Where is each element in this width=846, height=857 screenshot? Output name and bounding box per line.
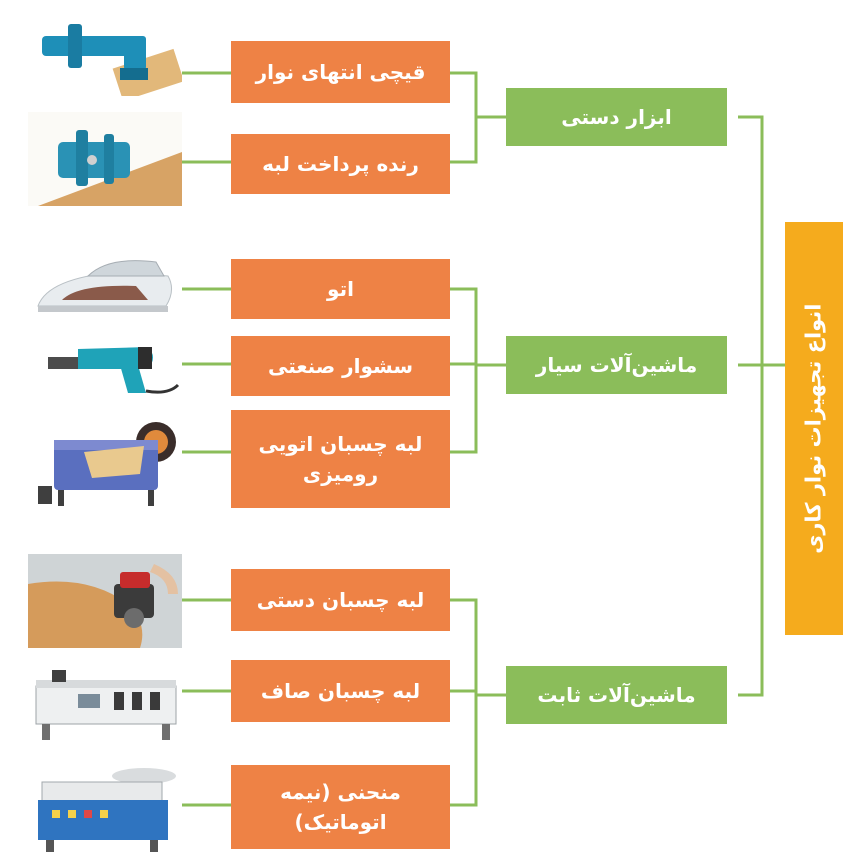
category-label: ماشین‌آلات ثابت xyxy=(537,683,696,707)
item-label: لبه چسبان دستی xyxy=(256,588,425,612)
item-label: اتو xyxy=(327,277,354,301)
item-label: لبه چسبان صاف xyxy=(260,679,421,703)
item-heat-gun: سشوار صنعتی xyxy=(231,336,450,396)
item-label: منحنی (نیمه اتوماتیک) xyxy=(280,780,401,834)
handheld-edge-bander-icon xyxy=(28,554,182,648)
heat-gun-icon xyxy=(28,335,182,397)
item-straight-edge-bander: لبه چسبان صاف xyxy=(231,660,450,722)
category-stationary-machines: ماشین‌آلات ثابت xyxy=(506,666,727,724)
item-iron: اتو xyxy=(231,259,450,319)
root-node: انواع تجهیزات نوار کاری xyxy=(785,222,843,635)
item-curve-edge-bander: منحنی (نیمه اتوماتیک) xyxy=(231,765,450,849)
item-label: لبه چسبان اتویی رومیزی xyxy=(258,432,423,486)
root-label: انواع تجهیزات نوار کاری xyxy=(801,303,826,554)
item-label: قیچی انتهای نوار xyxy=(255,60,426,84)
category-label: ماشین‌آلات سیار xyxy=(535,353,698,377)
item-end-trimmer: قیچی انتهای نوار xyxy=(231,41,450,103)
iron-icon xyxy=(28,250,182,320)
straight-edge-bander-machine-icon xyxy=(28,662,182,742)
item-tabletop-edge-bander: لبه چسبان اتویی رومیزی xyxy=(231,410,450,508)
tabletop-edge-bander-icon xyxy=(28,416,182,508)
category-label: ابزار دستی xyxy=(561,105,672,129)
item-label: رنده پرداخت لبه xyxy=(262,152,419,176)
item-handheld-edge-bander: لبه چسبان دستی xyxy=(231,569,450,631)
edge-trimmer-tool-icon xyxy=(28,14,182,96)
category-portable-machines: ماشین‌آلات سیار xyxy=(506,336,727,394)
item-label: سشوار صنعتی xyxy=(267,354,414,378)
item-edge-plane: رنده پرداخت لبه xyxy=(231,134,450,194)
category-hand-tools: ابزار دستی xyxy=(506,88,727,146)
edge-plane-tool-icon xyxy=(28,112,182,206)
curve-edge-bander-machine-icon xyxy=(28,760,182,854)
